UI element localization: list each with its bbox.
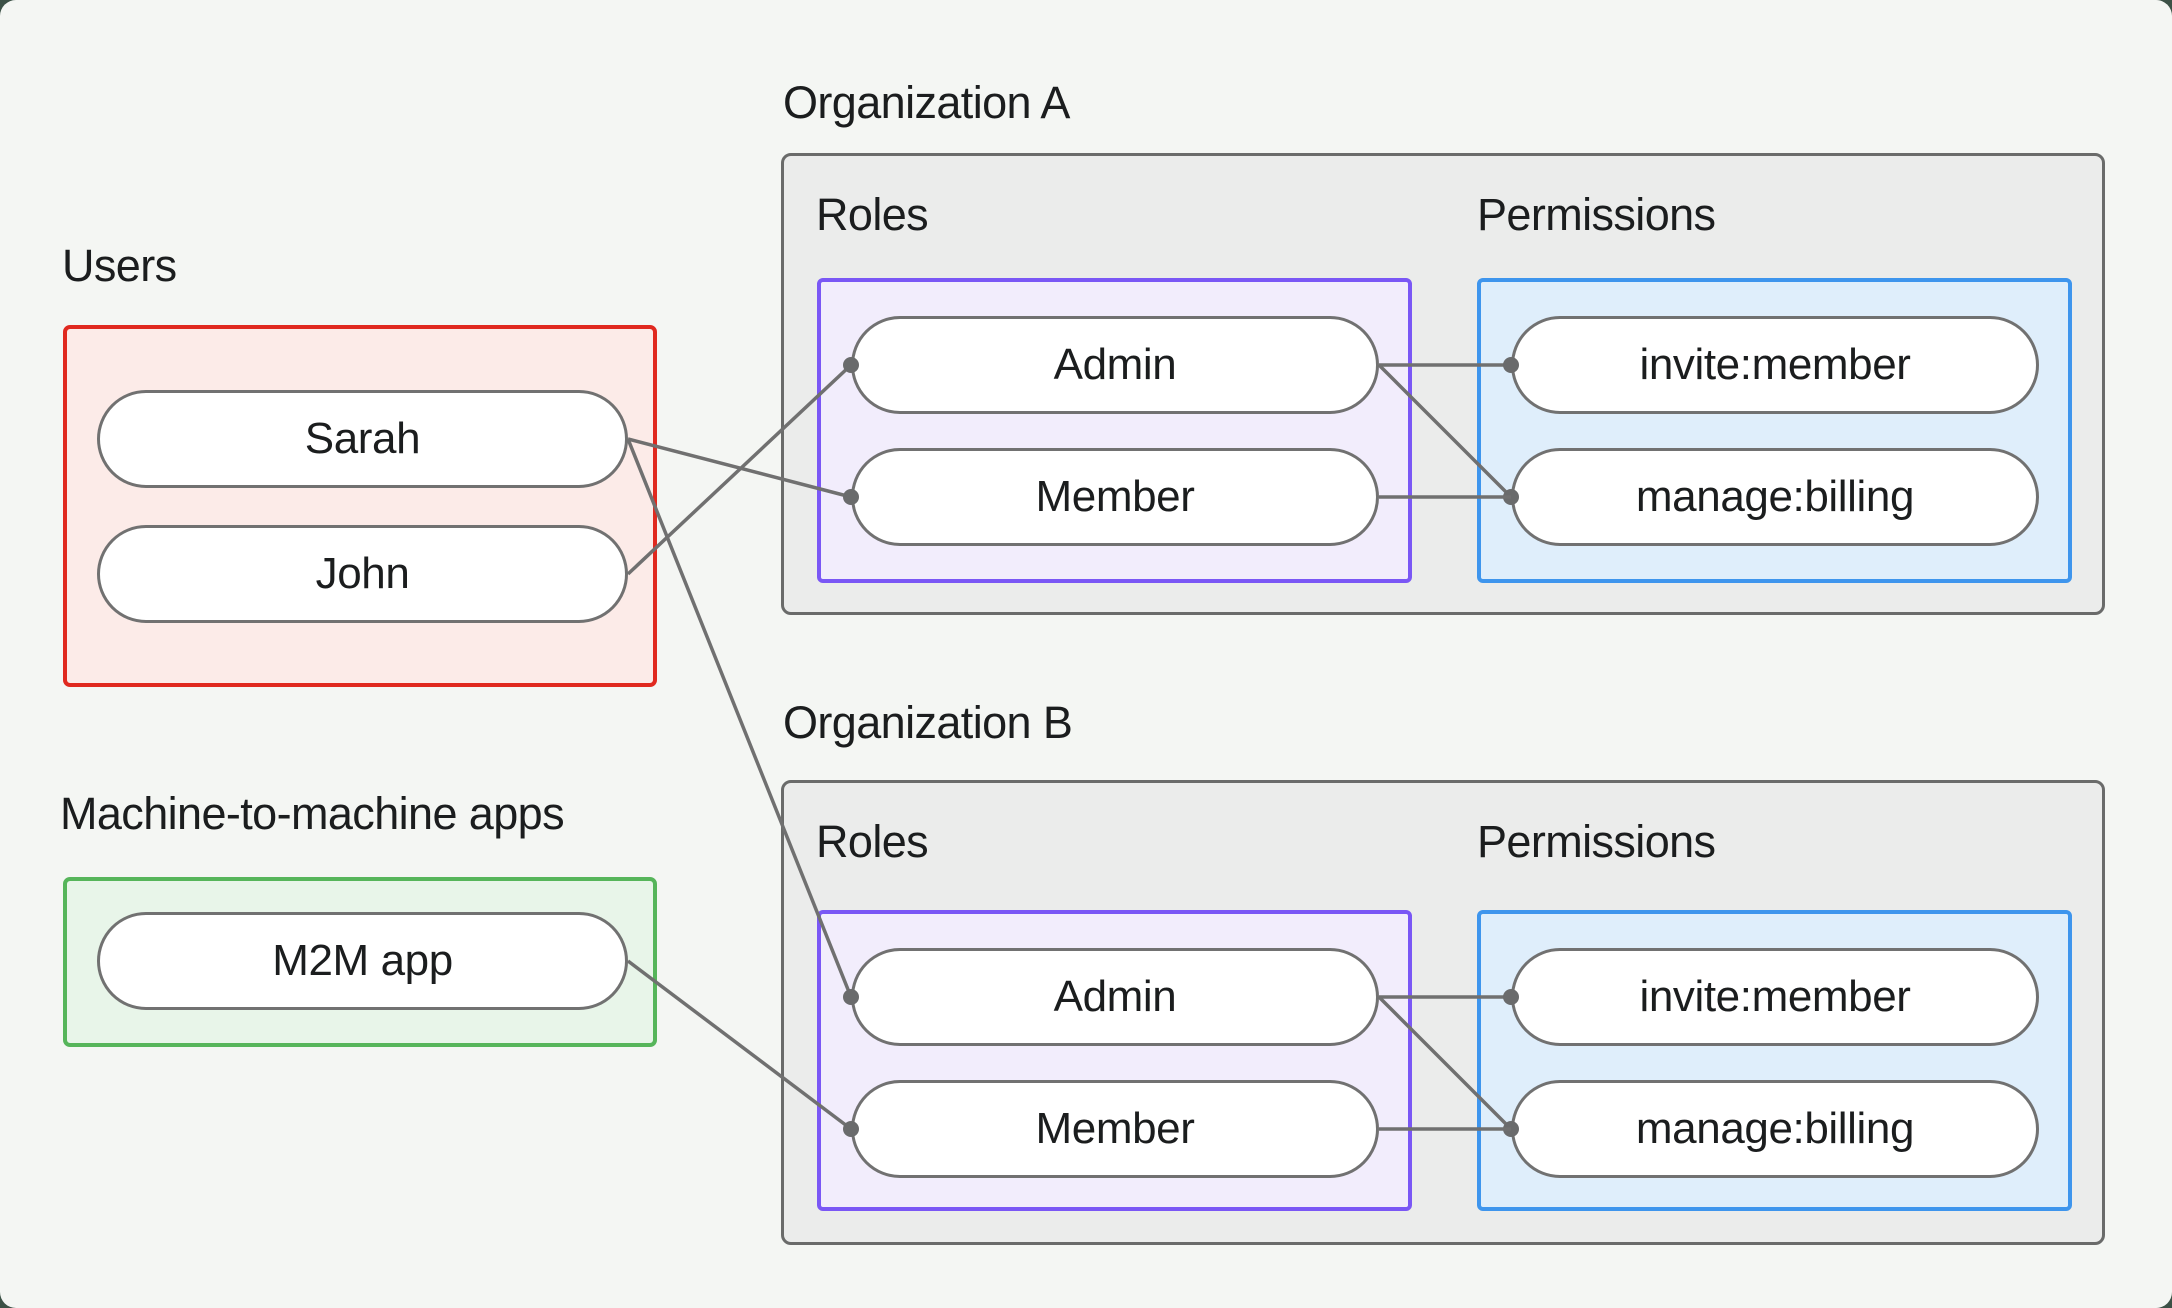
- org-b-permission-pill-manage-billing: manage:billing: [1511, 1080, 2039, 1178]
- org-a-role-pill-admin: Admin: [851, 316, 1379, 414]
- org-a-role-admin-label: Admin: [1053, 340, 1177, 389]
- org-a-permission-pill-manage-billing: manage:billing: [1511, 448, 2039, 546]
- org-b-role-pill-member: Member: [851, 1080, 1379, 1178]
- org-b-role-member-label: Member: [1035, 1104, 1195, 1153]
- user-pill-sarah: Sarah: [97, 390, 628, 488]
- org-b-title: Organization B: [783, 697, 1073, 748]
- org-a-permission-invite-label: invite:member: [1639, 340, 1911, 389]
- org-a-permission-pill-invite-member: invite:member: [1511, 316, 2039, 414]
- org-a-role-member-label: Member: [1035, 472, 1195, 521]
- users-frame: Sarah John: [63, 325, 657, 687]
- m2m-app-pill: M2M app: [97, 912, 628, 1010]
- org-b-roles-frame: Admin Member: [817, 910, 1412, 1211]
- org-b-permission-pill-invite-member: invite:member: [1511, 948, 2039, 1046]
- org-a-role-pill-member: Member: [851, 448, 1379, 546]
- org-a-box: Roles Permissions Admin Member invite:me…: [781, 153, 2105, 615]
- org-b-role-pill-admin: Admin: [851, 948, 1379, 1046]
- org-a-title: Organization A: [783, 77, 1070, 128]
- org-b-permissions-frame: invite:member manage:billing: [1477, 910, 2072, 1211]
- m2m-frame: M2M app: [63, 877, 657, 1047]
- org-b-roles-label: Roles: [816, 816, 929, 867]
- user-pill-john: John: [97, 525, 628, 623]
- m2m-app-pill-label: M2M app: [272, 936, 453, 985]
- user-pill-john-label: John: [315, 549, 410, 598]
- m2m-group-label: Machine-to-machine apps: [60, 788, 565, 839]
- org-a-permissions-frame: invite:member manage:billing: [1477, 278, 2072, 583]
- org-a-permission-manage-label: manage:billing: [1635, 472, 1915, 521]
- org-b-permissions-label: Permissions: [1477, 816, 1716, 867]
- user-pill-sarah-label: Sarah: [304, 414, 421, 463]
- org-a-permissions-label: Permissions: [1477, 189, 1716, 240]
- org-b-permission-manage-label: manage:billing: [1635, 1104, 1915, 1153]
- users-group-label: Users: [62, 240, 177, 291]
- org-a-roles-label: Roles: [816, 189, 929, 240]
- org-a-roles-frame: Admin Member: [817, 278, 1412, 583]
- org-b-role-admin-label: Admin: [1053, 972, 1177, 1021]
- org-b-box: Roles Permissions Admin Member invite:me…: [781, 780, 2105, 1245]
- org-b-permission-invite-label: invite:member: [1639, 972, 1911, 1021]
